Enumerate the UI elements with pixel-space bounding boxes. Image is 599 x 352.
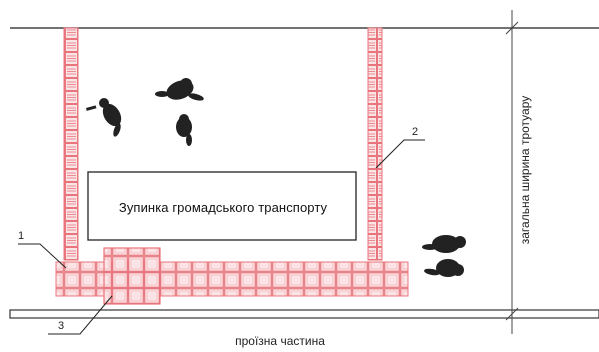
- bus-stop-box: [87, 171, 357, 241]
- tactile-strip-left: [63, 27, 79, 261]
- callout-3-label: 3: [58, 320, 65, 332]
- callout-2-leader: [375, 139, 425, 169]
- tactile-strip-right: [367, 27, 383, 261]
- tactile-block-3: [103, 247, 161, 305]
- pedestrian-icon: [155, 78, 204, 101]
- pedestrian-icon: [424, 259, 464, 277]
- sidewalk-width-label: загальна ширина тротуару: [518, 95, 532, 245]
- callout-3-leader: [48, 295, 113, 335]
- carriageway-label: проїзна частина: [235, 334, 325, 348]
- bus-stop-label: Зупинка громадського транспорту: [118, 199, 328, 215]
- callout-2-label: 2: [412, 126, 419, 138]
- pedestrian-icon: [422, 235, 466, 253]
- callout-1-leader: [18, 243, 67, 269]
- pedestrian-icon: [176, 114, 192, 146]
- pedestrian-icon: [86, 98, 122, 137]
- callout-1-label: 1: [18, 230, 25, 242]
- curb-line: [9, 309, 599, 319]
